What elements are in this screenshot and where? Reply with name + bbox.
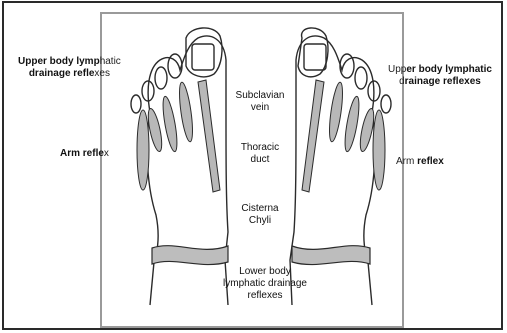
upper-right-line2-bold: rainage reflexes <box>405 76 481 87</box>
upper-right-line1-bold: er body lymphatic <box>406 64 492 75</box>
arm-right-bold: reflex <box>414 156 443 167</box>
subclavian-line2: vein <box>228 102 292 114</box>
upper-left-label: Upper body lymphatic drainage reflexes <box>18 56 121 80</box>
upper-right-label: Upper body lymphatic drainage reflexes <box>388 64 492 88</box>
thoracic-line1: Thoracic <box>228 142 292 154</box>
right-arm-strip <box>373 110 385 190</box>
arm-left-label: Arm reflex <box>60 148 109 160</box>
thoracic-line2: duct <box>228 154 292 166</box>
upper-left-line1-bold: Upper body lymp <box>18 56 100 67</box>
left-toe-3 <box>155 67 167 89</box>
upper-left-line1-thin: hatic <box>100 56 121 67</box>
thoracic-label: Thoracic duct <box>228 142 292 166</box>
left-arm-strip <box>137 110 149 190</box>
left-strip-1 <box>177 82 195 143</box>
arm-left-thin: x <box>104 148 109 159</box>
right-thoracic-strip <box>302 80 324 192</box>
upper-right-line1-thin: Upp <box>388 64 406 75</box>
left-toe-2 <box>168 54 182 78</box>
right-toenail <box>304 44 326 70</box>
upper-left-line2-bold: drainage refle <box>29 68 95 79</box>
right-toe-2 <box>340 54 354 78</box>
left-toe-5 <box>131 95 141 113</box>
left-ankle-band <box>152 246 228 265</box>
arm-left-bold: Arm refle <box>60 148 104 159</box>
right-strip-2 <box>342 96 362 153</box>
subclavian-label: Subclavian vein <box>228 90 292 114</box>
left-strip-2 <box>160 96 180 153</box>
right-foot <box>290 28 391 305</box>
arm-right-thin: Arm <box>396 156 414 167</box>
lower-body-label: Lower body lymphatic drainage reflexes <box>220 266 310 302</box>
cisterna-line1: Cisterna <box>228 203 292 215</box>
cisterna-label: Cisterna Chyli <box>228 203 292 227</box>
right-toe-5 <box>381 95 391 113</box>
cisterna-line2: Chyli <box>228 215 292 227</box>
left-thoracic-strip <box>198 80 220 192</box>
upper-left-line2-thin: xes <box>94 68 110 79</box>
left-foot <box>131 28 228 305</box>
lower-line1: Lower body <box>220 266 310 278</box>
arm-right-label: Arm reflex <box>396 156 444 168</box>
right-strip-1 <box>327 82 345 143</box>
right-ankle-band <box>292 246 370 265</box>
subclavian-line1: Subclavian <box>228 90 292 102</box>
left-toenail <box>192 44 214 70</box>
right-toe-3 <box>355 67 367 89</box>
lower-line2: lymphatic drainage <box>220 278 310 290</box>
lower-line3: reflexes <box>220 290 310 302</box>
